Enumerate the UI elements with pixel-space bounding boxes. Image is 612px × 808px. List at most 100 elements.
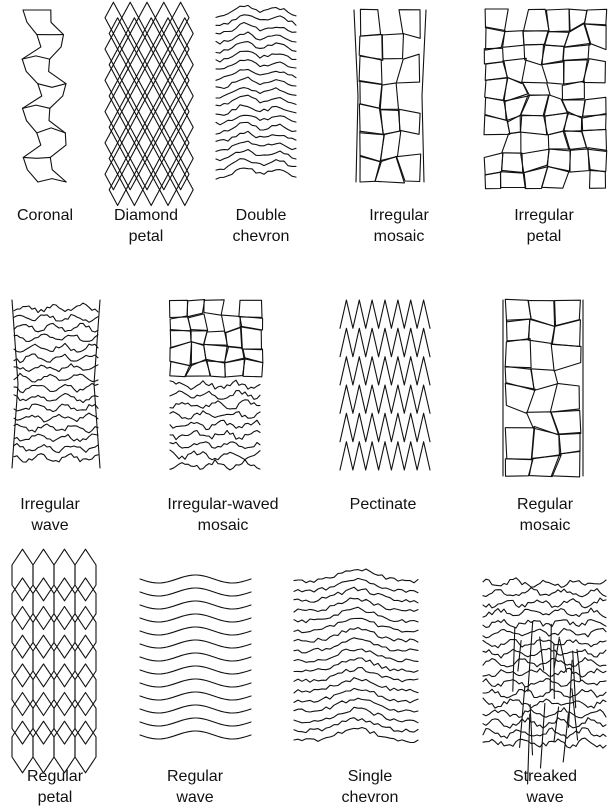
mosaic-cell: [505, 383, 535, 413]
diamond-scale: [160, 112, 177, 143]
wave-margin: [14, 323, 98, 332]
mosaic-cell: [243, 349, 263, 363]
diamond-scale: [172, 127, 189, 158]
petal-cell: [485, 172, 501, 189]
diamond-scale: [160, 49, 177, 80]
diamond-scale: [109, 18, 126, 49]
scale-margin: [37, 128, 66, 133]
petal-scale: [75, 578, 96, 630]
scale-margin: [23, 157, 50, 158]
wave-margin: [170, 420, 260, 429]
diamond-scale: [160, 143, 177, 174]
wave-margin: [483, 738, 606, 748]
petal-scale: [75, 664, 96, 716]
scale-margin: [38, 179, 66, 182]
diamond-scale: [105, 34, 122, 65]
pattern-label: Regular wave: [145, 766, 245, 808]
petal-cell: [523, 82, 551, 95]
petal-scale: [75, 635, 96, 687]
mosaic-cell: [204, 300, 224, 315]
scale-edge: [23, 108, 37, 133]
petal-scale: [54, 664, 75, 716]
diamond-scale: [122, 127, 139, 158]
petal-scale: [75, 693, 96, 745]
petal-cell: [485, 9, 508, 32]
scale-edge: [50, 133, 66, 158]
chevron-margin: [216, 105, 296, 116]
pattern-double-chevron: [216, 10, 298, 182]
mosaic-cell: [528, 319, 554, 343]
petal-cell: [584, 9, 607, 25]
pattern-streaked-wave: [483, 575, 608, 749]
pattern-drawing-double-chevron: [216, 10, 298, 182]
wave-margin: [140, 692, 251, 700]
wave-margin: [483, 689, 606, 698]
petal-cell: [583, 59, 606, 83]
pattern-drawing-irregular-petal: [483, 10, 608, 188]
pattern-label: Double chevron: [211, 205, 311, 247]
diamond-scale: [176, 18, 193, 49]
diamond-scale: [126, 18, 143, 49]
mosaic-cell: [529, 455, 561, 476]
mosaic-cell: [225, 346, 244, 363]
wave-margin: [170, 442, 260, 449]
petal-cell: [521, 149, 550, 172]
diamond-scale: [139, 2, 156, 33]
mosaic-cell: [552, 320, 580, 347]
wave-margin: [170, 460, 260, 470]
streak: [540, 637, 544, 670]
pectinate-margin: [340, 385, 430, 413]
petal-scale: [33, 578, 54, 630]
petal-cell: [503, 31, 524, 48]
diamond-scale: [172, 96, 189, 127]
petal-scale: [75, 607, 96, 659]
pattern-drawing-regular-petal: [12, 575, 96, 747]
wave-margin: [140, 679, 251, 687]
petal-scale: [54, 635, 75, 687]
petal-scale: [33, 635, 54, 687]
wave-margin: [14, 404, 98, 412]
wave-margin: [483, 658, 606, 667]
wave-margin: [483, 620, 606, 629]
petal-scale: [12, 578, 33, 630]
pattern-diamond-petal: [105, 10, 189, 182]
pattern-label: Irregular wave: [0, 494, 100, 536]
wave-margin: [483, 679, 606, 687]
chevron-margin: [216, 77, 296, 88]
chevron-margin: [216, 168, 296, 179]
scale-edge: [23, 157, 38, 182]
diamond-scale: [176, 143, 193, 174]
diamond-scale: [143, 18, 160, 49]
wave-margin: [140, 705, 251, 713]
pectinate-margin: [340, 357, 430, 385]
diamond-scale: [109, 174, 126, 205]
diamond-scale: [155, 34, 172, 65]
mosaic-cell: [551, 344, 581, 371]
shaft-edge: [354, 10, 358, 182]
scale-edge: [50, 35, 64, 60]
diamond-scale: [105, 159, 122, 190]
wave-margin: [14, 394, 98, 403]
wave-margin: [14, 454, 98, 463]
petal-cell: [590, 170, 606, 189]
mosaic-cell: [170, 300, 188, 317]
diamond-scale: [172, 2, 189, 33]
petal-scale: [12, 549, 33, 601]
shaft-edge: [422, 10, 426, 182]
pattern-regular-mosaic: [500, 300, 586, 476]
diamond-scale: [139, 127, 156, 158]
diamond-scale: [155, 2, 172, 33]
scale-edge: [49, 59, 66, 84]
wave-margin: [170, 400, 260, 409]
petal-cell: [502, 132, 521, 153]
pattern-drawing-regular-wave: [140, 575, 252, 745]
pattern-drawing-irregular-waved-mosaic: [166, 300, 266, 470]
pattern-label: Irregular-waved mosaic: [138, 494, 308, 536]
pattern-label: Regular mosaic: [495, 494, 595, 536]
mosaic-cell: [559, 433, 580, 454]
chevron-margin: [216, 15, 296, 26]
petal-cell: [484, 48, 503, 64]
wave-margin: [170, 411, 260, 419]
petal-scale: [33, 549, 54, 601]
scale-edge: [49, 108, 65, 133]
